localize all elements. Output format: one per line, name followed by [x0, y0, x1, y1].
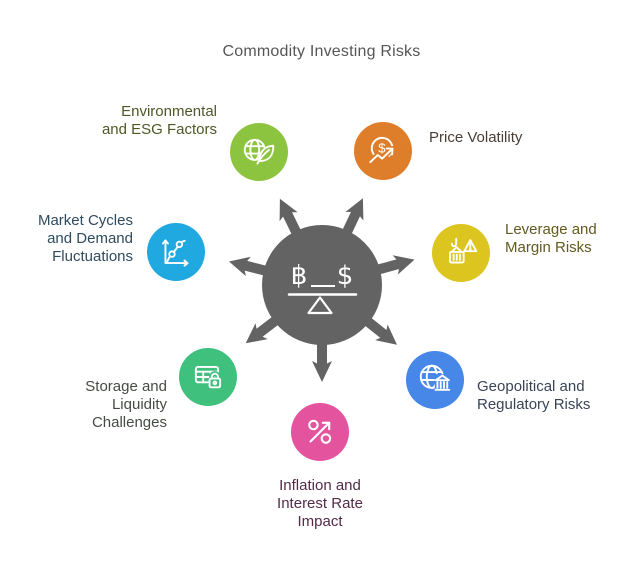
right-currency-symbol: $	[337, 261, 354, 291]
diagram-title: Commodity Investing Risks	[222, 43, 421, 60]
label-market-cycles: Market Cycles and Demand Fluctuations	[37, 212, 133, 265]
node-environmental-esg	[230, 123, 288, 181]
node-storage-liquidity	[179, 348, 237, 406]
label-environmental-esg: Environmental and ESG Factors	[101, 103, 217, 138]
storage-lock-icon	[194, 366, 222, 389]
crane-warning-icon	[448, 237, 478, 264]
label-inflation-interest: Inflation and Interest Rate Impact	[277, 477, 363, 530]
label-price-volatility: Price Volatility	[429, 129, 523, 146]
dollar-trend-icon: $	[367, 137, 396, 165]
svg-text:$: $	[378, 141, 386, 156]
node-inflation-interest	[291, 403, 349, 461]
growth-chart-icon	[161, 239, 189, 267]
percent-arrow-icon	[308, 419, 332, 444]
globe-bank-icon	[419, 364, 451, 391]
label-leverage-margin: Leverage and Margin Risks	[505, 221, 597, 256]
node-market-cycles	[147, 223, 205, 281]
node-price-volatility: $	[354, 122, 412, 180]
globe-leaf-icon	[243, 138, 275, 165]
label-geopolitical-regulatory: Geopolitical and Regulatory Risks	[477, 378, 591, 413]
left-currency-symbol: ฿	[291, 261, 308, 291]
node-leverage-margin	[432, 224, 490, 282]
balance-scale-icon: ฿ $	[287, 261, 358, 315]
node-geopolitical-regulatory	[406, 351, 464, 409]
arrow-spokes	[229, 198, 415, 382]
label-storage-liquidity: Storage and Liquidity Challenges	[85, 378, 167, 431]
